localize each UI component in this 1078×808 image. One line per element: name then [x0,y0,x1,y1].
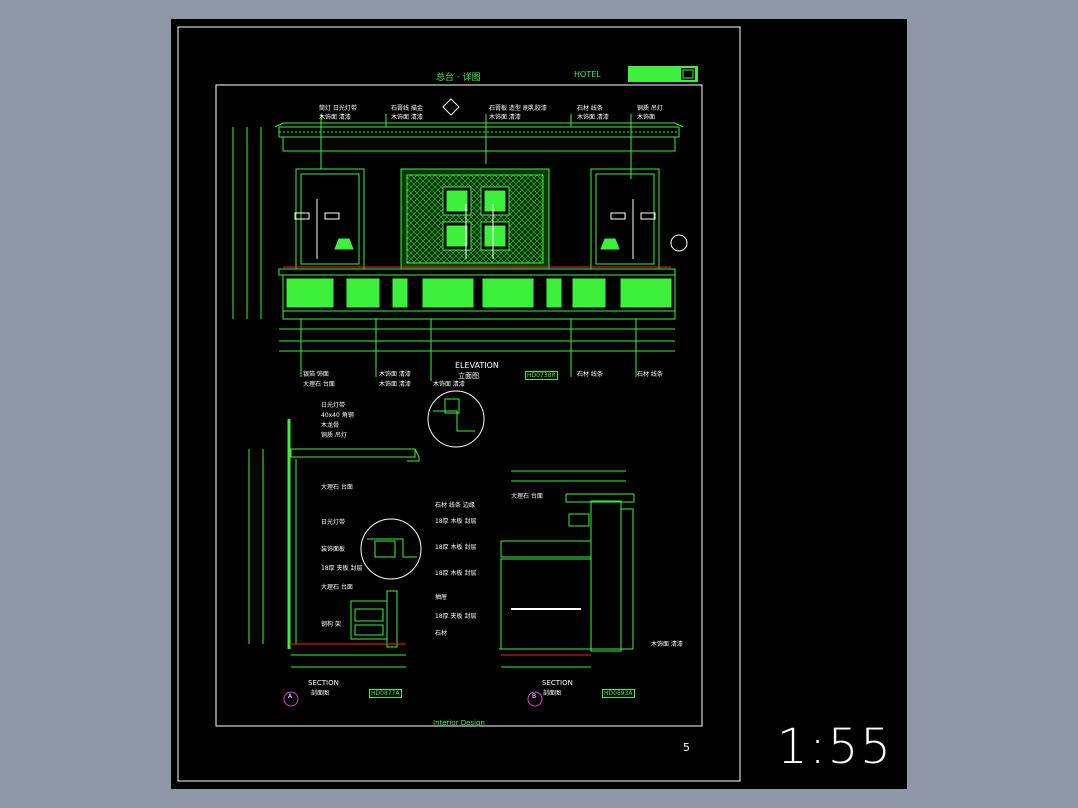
section-b-label-cn: 剖面图 [543,690,562,697]
annotation-top-mid2-1: 石膏板 造型 刷乳胶漆 [489,105,547,112]
hotel-label: HOTEL [574,70,601,79]
section-a-marker: A [288,693,293,700]
section-a-label-cn: 剖面图 [311,690,330,697]
section-a-ref: HD0877A [369,689,402,698]
elevation-label-cn: 立面图 [458,372,479,380]
annotation-bottom-mid-3: 木饰面 清漆 [433,381,465,388]
section-a-note: 钢构 架 [321,621,341,628]
annotation-top-left-2: 木饰面 清漆 [319,114,351,121]
section-a-note: 装饰面板 [321,546,346,553]
section-a-note: 木龙骨 [321,422,340,429]
drawing-sheet [177,26,741,782]
footer-label: Interior Design [433,719,485,727]
section-a-note: 铜质 吊灯 [321,432,347,439]
annotation-bottom-mid-2: 木饰面 清漆 [379,381,411,388]
section-a-note: 18厚 夹板 封层 [321,565,363,572]
section-a-note: 大理石 台面 [321,484,353,491]
section-b-note: 18厚 木板 封层 [435,544,477,551]
annotation-top-right2-1: 铜质 吊灯 [637,105,663,112]
section-a-label: SECTION [308,679,339,687]
section-a-note: 40x40 角钢 [321,412,354,419]
annotation-top-mid1-1: 石膏线 描金 [391,105,423,112]
section-b-drawing [499,470,635,707]
section-b-note: 18厚 木板 封层 [435,518,477,525]
page-number: 5 [683,741,690,754]
section-b-note: 石材 [435,630,448,637]
annotation-bottom-right-1: 石材 线条 [577,371,603,378]
section-b-marker: B [532,693,537,700]
annotation-top-right1-1: 石材 线条 [577,105,603,112]
section-a-note: 大理石 台面 [321,584,353,591]
scale-readout: 1:55 [777,719,893,775]
outer-frame [177,26,741,782]
annotation-top-mid1-2: 木饰面 清漆 [391,114,423,121]
section-a-note: 日光灯带 [321,402,346,409]
cad-canvas[interactable]: 总台 · 详图 HOTEL ELEVATION 立面图 HD0738R A SE… [171,19,907,789]
annotation-bottom-mid-1: 木饰面 清漆 [379,371,411,378]
section-b-note: 抽屉 [435,594,448,601]
annotation-top-right1-2: 木饰面 清漆 [577,114,609,121]
section-a-drawing [248,390,485,707]
section-b-ref: HD0893A [602,689,635,698]
elevation-drawing [232,98,688,381]
inner-frame [215,84,703,727]
sheet-title: 总台 · 详图 [436,73,481,83]
annotation-top-left-1: 筒灯 日光灯带 [319,105,357,112]
elevation-label: ELEVATION [455,361,499,370]
section-a-note: 日光灯带 [321,519,346,526]
section-b-note: 木饰面 清漆 [651,641,683,648]
title-block-box [628,66,698,82]
elevation-ref: HD0738R [525,371,558,380]
section-b-label: SECTION [542,679,573,687]
section-b-note: 大理石 台面 [511,493,543,500]
annotation-bottom-left-1: 银箔 饰面 [303,371,329,378]
annotation-top-mid2-2: 木饰面 清漆 [489,114,521,121]
annotation-bottom-left-2: 大理石 台面 [303,381,335,388]
section-b-note: 石材 线条 边缘 [435,502,475,509]
annotation-top-right2-2: 木饰面 [637,114,656,121]
annotation-bottom-right-2: 石材 线条 [637,371,663,378]
section-b-note: 18厚 夹板 封层 [435,613,477,620]
section-b-note: 18厚 木板 封层 [435,570,477,577]
